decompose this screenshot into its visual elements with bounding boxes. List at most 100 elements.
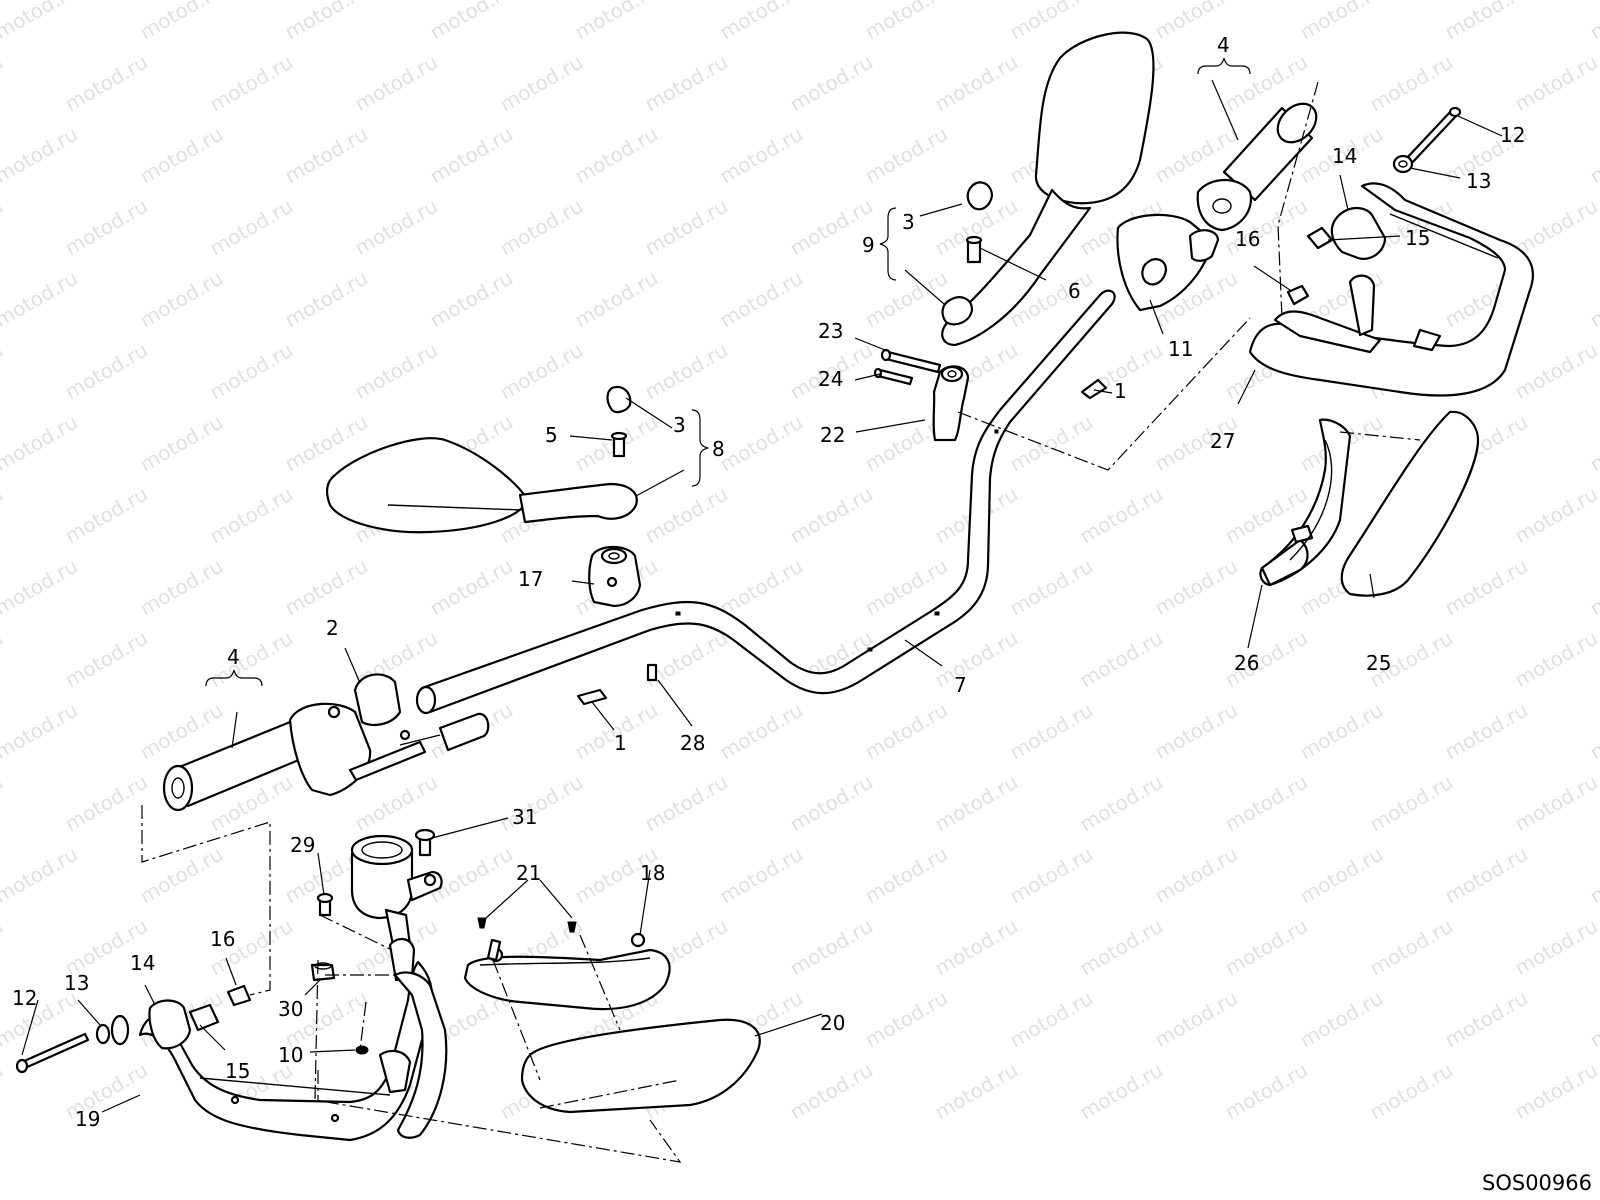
nut-10 [355, 1045, 369, 1055]
nut-30 [310, 962, 336, 982]
bar-mark [994, 429, 999, 434]
watermark-text: motod.ru [716, 410, 807, 477]
watermark-text: motod.ru [1511, 626, 1600, 693]
watermark-text: motod.ru [931, 626, 1022, 693]
right-handguard [1248, 182, 1534, 397]
watermark-text: motod.ru [206, 626, 297, 693]
watermark-text: motod.ru [1076, 914, 1167, 981]
watermark-text: motod.ru [0, 698, 82, 765]
handlebar [415, 289, 1116, 715]
watermark-text: motod.ru [1511, 770, 1600, 837]
watermark-text: motod.ru [1511, 194, 1600, 261]
callout-31: 31 [512, 805, 537, 829]
watermark-text: motod.ru [1586, 698, 1600, 765]
callout-10: 10 [278, 1043, 303, 1067]
callout-15-right: 15 [1405, 226, 1430, 250]
watermark-text: motod.ru [1006, 410, 1097, 477]
watermark-text: motod.ru [426, 0, 517, 44]
watermark-text: motod.ru [716, 122, 807, 189]
drawing-code: SOS00966 [1482, 1171, 1592, 1195]
watermark-text: motod.ru [1511, 338, 1600, 405]
right-mirror [941, 31, 1155, 347]
callout-21: 21 [516, 861, 541, 885]
callout-4-left: 4 [227, 645, 240, 669]
watermark-text: motod.ru [351, 50, 442, 117]
callout-6: 6 [1068, 279, 1081, 303]
watermark-text: motod.ru [1366, 1058, 1457, 1125]
callout-25: 25 [1366, 651, 1391, 675]
watermark-text: motod.ru [1441, 0, 1532, 44]
bolt-23 [880, 348, 942, 374]
right-bolt-12 [1403, 106, 1462, 167]
right-weight-14 [1330, 207, 1387, 260]
watermark-text: motod.ru [0, 554, 82, 621]
callout-29: 29 [290, 833, 315, 857]
callout-11: 11 [1168, 337, 1193, 361]
watermark-text: motod.ru [1076, 626, 1167, 693]
callout-30: 30 [278, 997, 303, 1021]
callout-17: 17 [518, 567, 543, 591]
watermark-text: motod.ru [61, 338, 152, 405]
callout-24: 24 [818, 367, 843, 391]
watermark-text: motod.ru [1441, 698, 1532, 765]
watermark-text: motod.ru [496, 194, 587, 261]
callout-16-left: 16 [210, 927, 235, 951]
clutch-reservoir [350, 834, 443, 982]
watermark-text: motod.ru [1006, 842, 1097, 909]
callout-14-right: 14 [1332, 144, 1357, 168]
watermark-text: motod.ru [0, 410, 82, 477]
left-washer-13 [95, 1023, 111, 1045]
watermark-text: motod.ru [1151, 698, 1242, 765]
watermark-text: motod.ru [1441, 842, 1532, 909]
watermark-text: motod.ru [1151, 122, 1242, 189]
bar-mark [867, 647, 873, 652]
callout-19: 19 [75, 1107, 100, 1131]
callout-13-left: 13 [64, 971, 89, 995]
watermark-text: motod.ru [786, 770, 877, 837]
screw-21b [567, 921, 577, 933]
clip-1-upper [1080, 378, 1108, 400]
watermark-text: motod.ru [716, 266, 807, 333]
watermark-text: motod.ru [426, 266, 517, 333]
watermark-text: motod.ru [1586, 842, 1600, 909]
watermark-text: motod.ru [1511, 482, 1600, 549]
watermark-text: motod.ru [281, 266, 372, 333]
watermark-text: motod.ru [351, 338, 442, 405]
watermark-text: motod.ru [1151, 986, 1242, 1053]
brace-4-left [205, 669, 263, 687]
watermark-text: motod.ru [1006, 554, 1097, 621]
left-bolt-12 [15, 1032, 90, 1074]
watermark-text: motod.ru [1366, 50, 1457, 117]
watermark-text: motod.ru [1076, 770, 1167, 837]
watermark-text: motod.ru [61, 626, 152, 693]
left-insert-15 [188, 1003, 220, 1032]
watermark-text: motod.ru [0, 914, 7, 981]
watermark-text: motod.ru [426, 554, 517, 621]
right-grip [1196, 102, 1318, 232]
watermark-text: motod.ru [1511, 914, 1600, 981]
watermark-text: motod.ru [351, 770, 442, 837]
watermark-text: motod.ru [1441, 986, 1532, 1053]
callout-20: 20 [820, 1011, 845, 1035]
watermark-text: motod.ru [281, 0, 372, 44]
watermark-text: motod.ru [281, 122, 372, 189]
callout-7: 7 [954, 673, 967, 697]
watermark-text: motod.ru [641, 770, 732, 837]
watermark-text: motod.ru [1586, 122, 1600, 189]
callout-15-left: 15 [225, 1059, 250, 1083]
brace-4-right [1197, 57, 1251, 75]
watermark-text: motod.ru [136, 0, 227, 44]
callout-4-right: 4 [1217, 33, 1230, 57]
screw-29 [316, 892, 334, 917]
right-guard-pad [1340, 410, 1480, 597]
watermark-text: motod.ru [0, 482, 7, 549]
watermark-text: motod.ru [496, 50, 587, 117]
watermark-text: motod.ru [786, 914, 877, 981]
left-handguard [138, 960, 448, 1142]
watermark-text: motod.ru [1441, 554, 1532, 621]
clip-1-lower [576, 688, 608, 706]
callout-18: 18 [640, 861, 665, 885]
callout-22: 22 [820, 423, 845, 447]
watermark-text: motod.ru [281, 554, 372, 621]
watermark-text: motod.ru [571, 122, 662, 189]
